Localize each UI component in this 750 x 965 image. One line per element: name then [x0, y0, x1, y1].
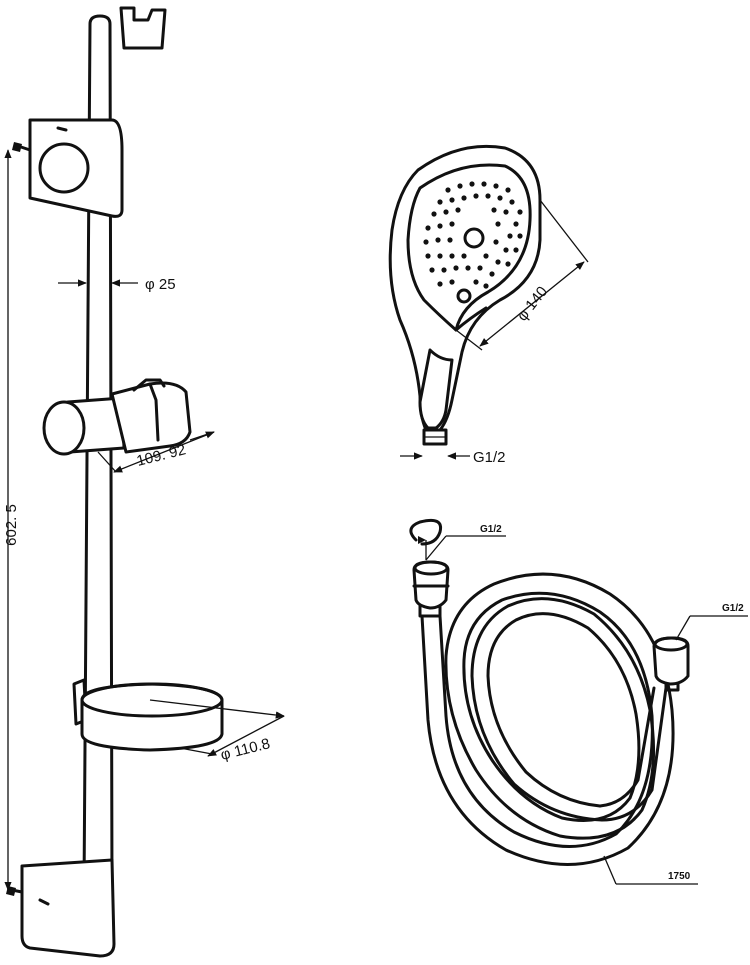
hose-thread-top-label: G1/2 — [480, 524, 502, 535]
rail-length-label: 602. 5 — [3, 504, 20, 546]
hand-shower-diameter-label: φ 140 — [514, 283, 551, 324]
shower-hose: G1/2 G1/2 1750 — [409, 518, 748, 885]
upper-wall-bracket — [12, 118, 124, 218]
sliding-holder: 109. 92 — [42, 378, 215, 473]
soap-dish: φ 110.8 — [72, 678, 285, 764]
hose-nut-right — [652, 636, 690, 686]
shower-rail-assembly: φ 25 109. 92 φ 110.8 — [3, 6, 285, 958]
rail-diameter-label: φ 25 — [145, 276, 176, 293]
rail-tube — [82, 14, 114, 892]
hand-shower-head — [388, 144, 542, 432]
hose-thread-right-label: G1/2 — [722, 603, 744, 614]
hand-shower: G1/2 φ 140 — [388, 144, 589, 466]
lower-wall-bracket — [6, 858, 116, 958]
soap-dish-diameter-label: φ 110.8 — [219, 735, 272, 764]
rail-length-dimension: 602. 5 — [3, 149, 20, 891]
top-hook-clip — [119, 6, 167, 50]
hose-coil-outer — [420, 572, 675, 866]
hand-shower-handle — [418, 348, 454, 430]
rotation-arrow-icon — [409, 518, 443, 546]
nozzle-pattern — [423, 181, 523, 289]
hose-length-label: 1750 — [668, 871, 691, 882]
hose-coil-inner — [438, 591, 654, 848]
hand-shower-thread-label: G1/2 — [473, 449, 506, 466]
rail-diameter-dimension: φ 25 — [58, 276, 176, 293]
